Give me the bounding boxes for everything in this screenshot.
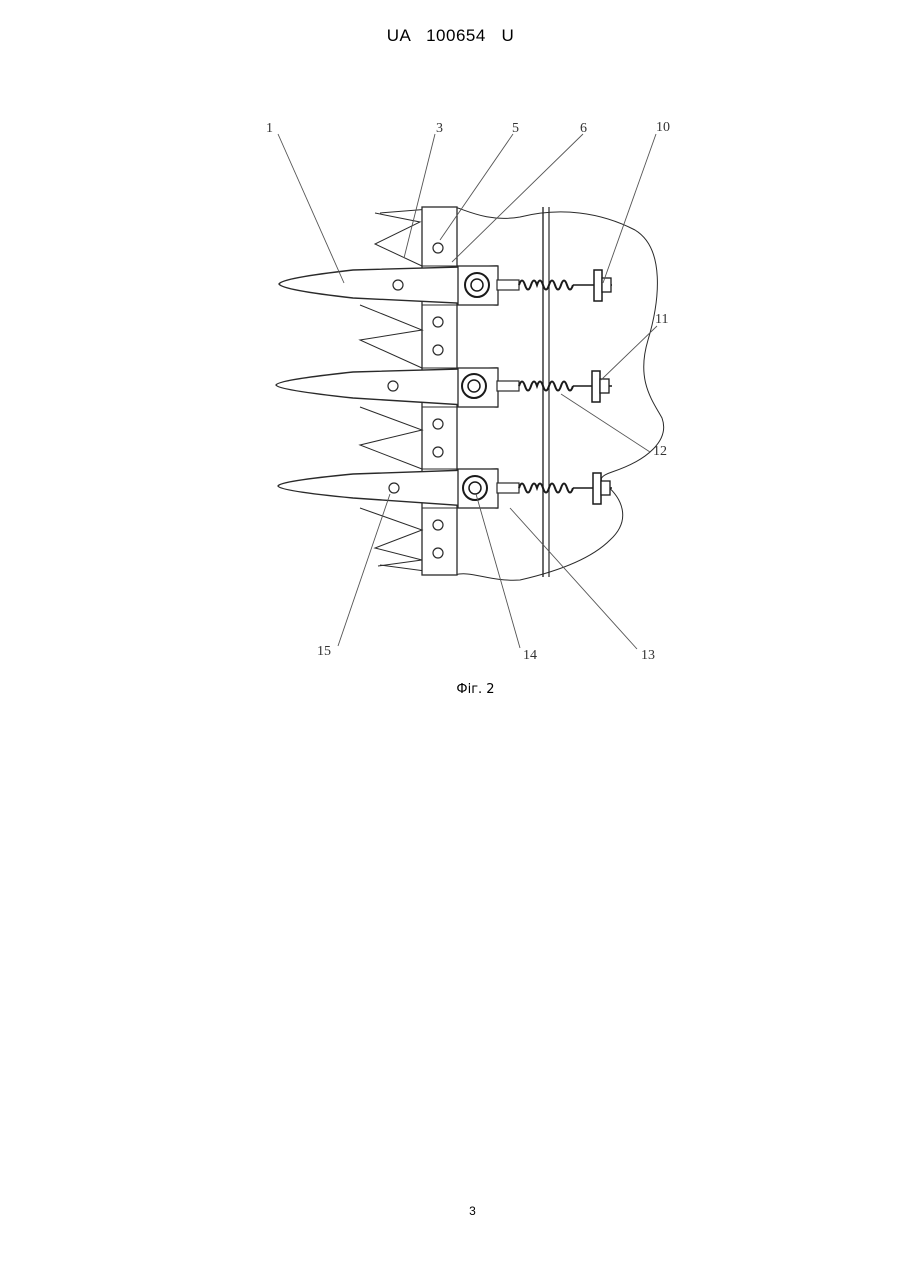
guard-finger-1	[279, 266, 612, 305]
part-label: 15	[317, 644, 331, 659]
part-label: 1	[266, 121, 273, 136]
guard-finger-2	[276, 368, 612, 407]
part-label: 12	[653, 444, 667, 459]
part-label: 3	[436, 121, 443, 136]
page-number: 3	[0, 1204, 901, 1218]
part-label: 5	[512, 121, 519, 136]
part-label: 13	[641, 648, 655, 663]
part-label: 6	[580, 121, 587, 136]
part-label: 14	[523, 648, 537, 663]
part-label: 11	[655, 312, 668, 327]
part-label: 10	[656, 120, 670, 135]
guard-finger-3	[278, 469, 612, 508]
figure-caption: Фіг. 2	[0, 682, 901, 697]
